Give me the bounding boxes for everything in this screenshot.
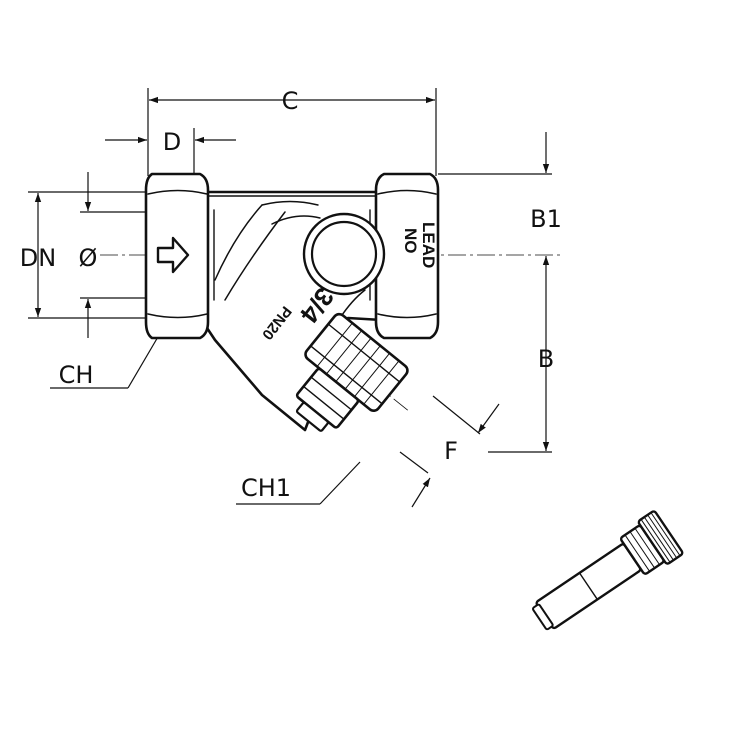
- dim-label-diameter: Ø: [79, 244, 98, 272]
- right-hex-end: [374, 172, 440, 340]
- flow-arrow-icon: [156, 236, 190, 274]
- dim-label-f: F: [444, 437, 458, 465]
- strainer-plug-head: [295, 401, 329, 432]
- dim-label-c: C: [282, 87, 299, 115]
- dim-label-b1: B1: [530, 205, 562, 233]
- strainer-cartridge: [532, 510, 684, 631]
- dim-label-b: B: [538, 345, 554, 373]
- dim-label-ch: CH: [59, 361, 94, 389]
- dim-label-ch1: CH1: [241, 474, 291, 502]
- dimension-lines: [28, 88, 552, 508]
- no-marking: NO: [401, 228, 420, 254]
- dim-label-d: D: [163, 128, 181, 156]
- dim-label-dn: DN: [20, 244, 56, 272]
- drain-boss-inner: [310, 220, 378, 288]
- lead-marking: LEAD: [419, 222, 438, 268]
